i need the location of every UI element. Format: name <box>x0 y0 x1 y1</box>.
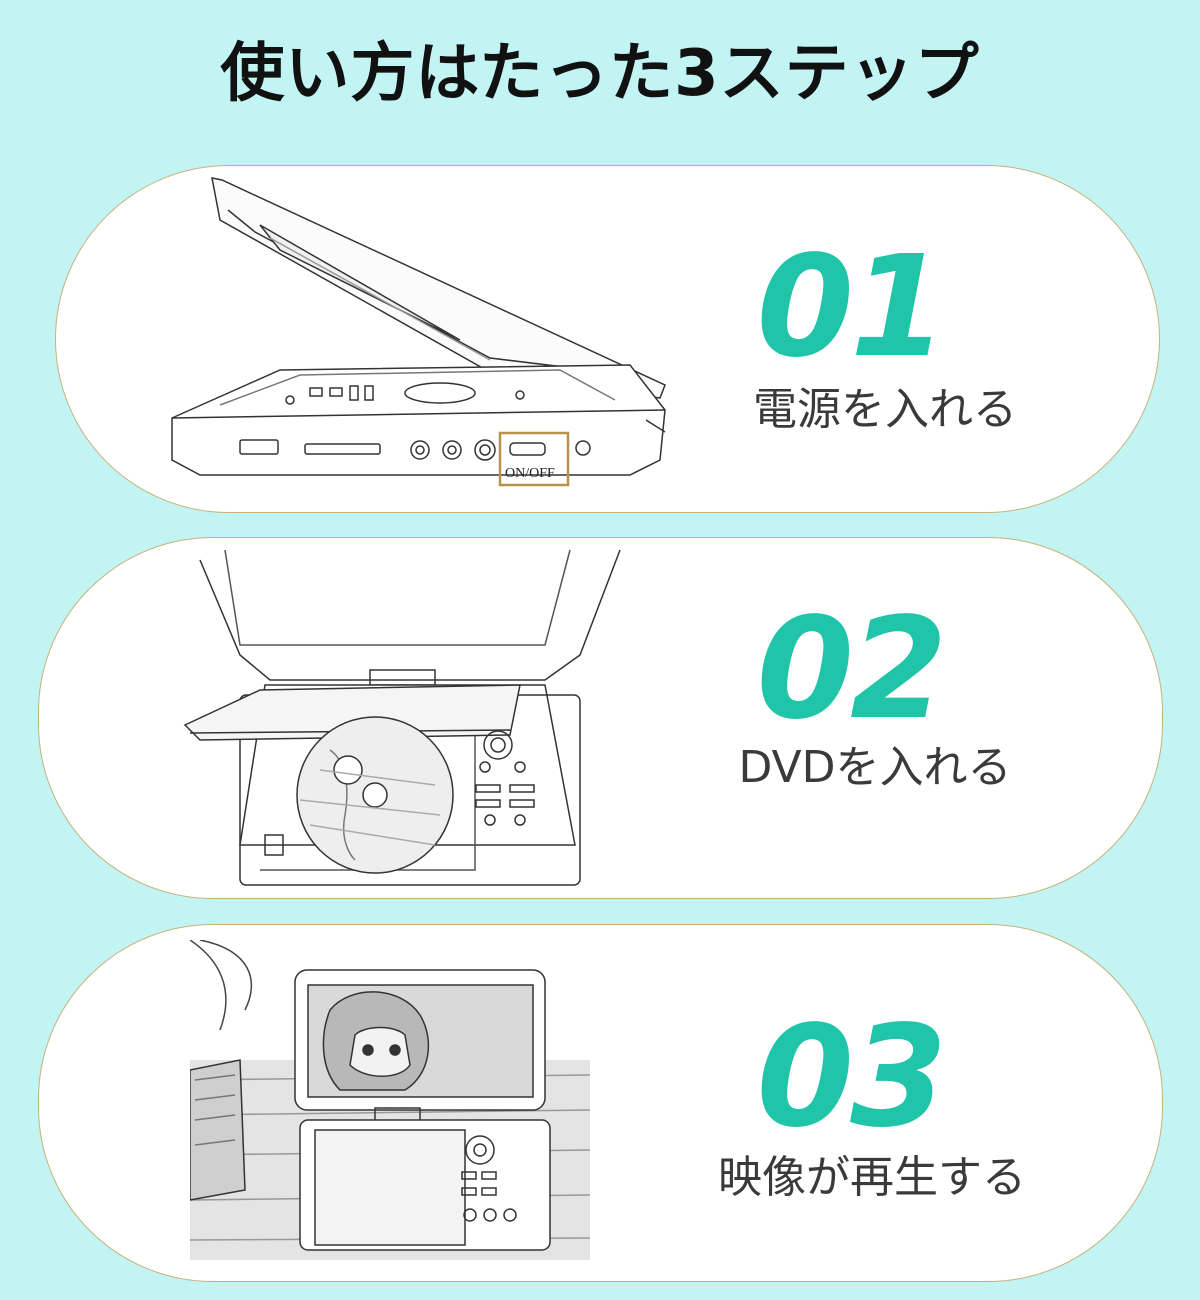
step-number-1: 01 <box>756 226 948 389</box>
power-on-illustration: ON/OFF <box>160 170 680 500</box>
onoff-label: ON/OFF <box>505 466 555 481</box>
insert-dvd-illustration <box>180 545 630 890</box>
step-number-3: 03 <box>756 996 948 1159</box>
step-label-3: 映像が再生する <box>718 1152 1026 1203</box>
step-label-1: 電源を入れる <box>753 384 1017 435</box>
step-number-2: 02 <box>756 588 948 751</box>
step-label-2: DVDを入れる <box>738 742 1012 793</box>
playback-illustration <box>190 940 590 1260</box>
page-title: 使い方はたった3ステップ <box>220 37 980 111</box>
